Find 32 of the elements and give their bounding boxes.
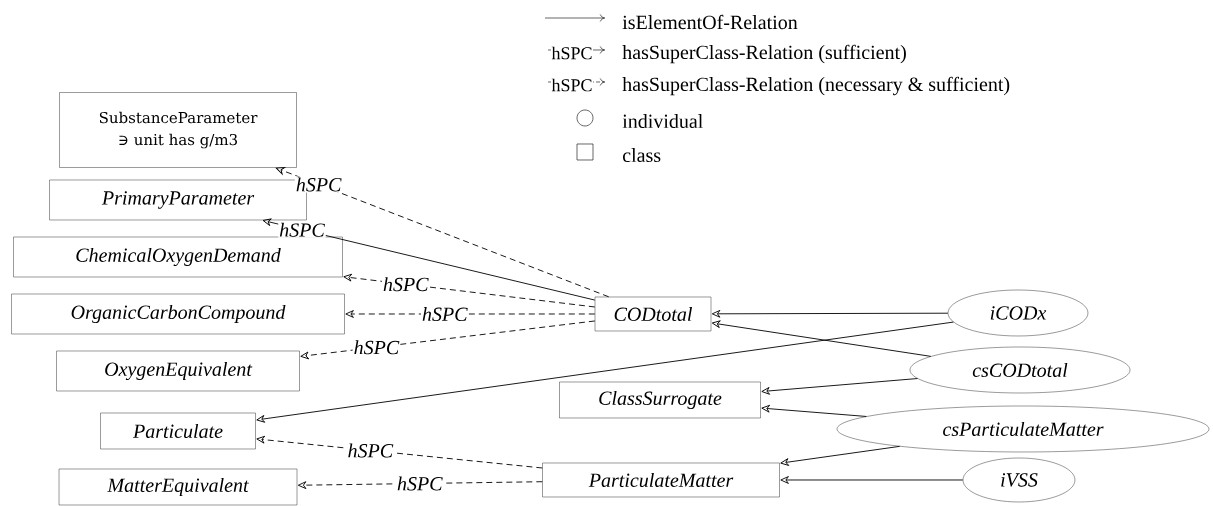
legend-sample-label: hSPC (551, 78, 593, 92)
edge-label: hSPC (396, 475, 444, 492)
edge-label: hSPC (278, 221, 326, 238)
legend-text: isElementOf-Relation (622, 14, 798, 30)
class-box: OrganicCarbonCompound (11, 293, 345, 335)
class-box: OxygenEquivalent (56, 350, 300, 392)
arrow (300, 320, 596, 360)
arrow (711, 320, 932, 357)
arrow (256, 321, 954, 423)
class-box: ChemicalOxygenDemand (13, 236, 343, 278)
legend-text: hasSuperClass-Relation (sufficient) (622, 44, 906, 64)
edge-label: hSPC (420, 305, 469, 323)
class-box: Particulate (100, 412, 256, 450)
class-box: CODtotal (594, 296, 712, 332)
class-box: SubstanceParameter ∋ unit has g/m3 (59, 92, 297, 168)
class-box: ClassSurrogate (559, 381, 761, 419)
arrow (761, 378, 918, 395)
class-box: MatterEquivalent (58, 468, 298, 506)
legend-text: individual (622, 113, 703, 129)
arrow (780, 445, 901, 466)
edge-label: hSPC (381, 276, 430, 293)
edge-label: hSPC (352, 339, 401, 356)
arrow (711, 309, 949, 318)
legend-text: class (622, 147, 661, 163)
legend-text: hasSuperClass-Relation (necessary & sufficient) (622, 76, 1010, 96)
class-box: ParticulateMatter (542, 462, 780, 498)
arrow (275, 167, 610, 298)
arrow (780, 476, 964, 484)
edge-label: hSPC (294, 176, 343, 193)
edge-label: hSPC (346, 442, 395, 459)
arrow (761, 404, 867, 417)
legend-sample-label: hSPC (551, 46, 593, 60)
